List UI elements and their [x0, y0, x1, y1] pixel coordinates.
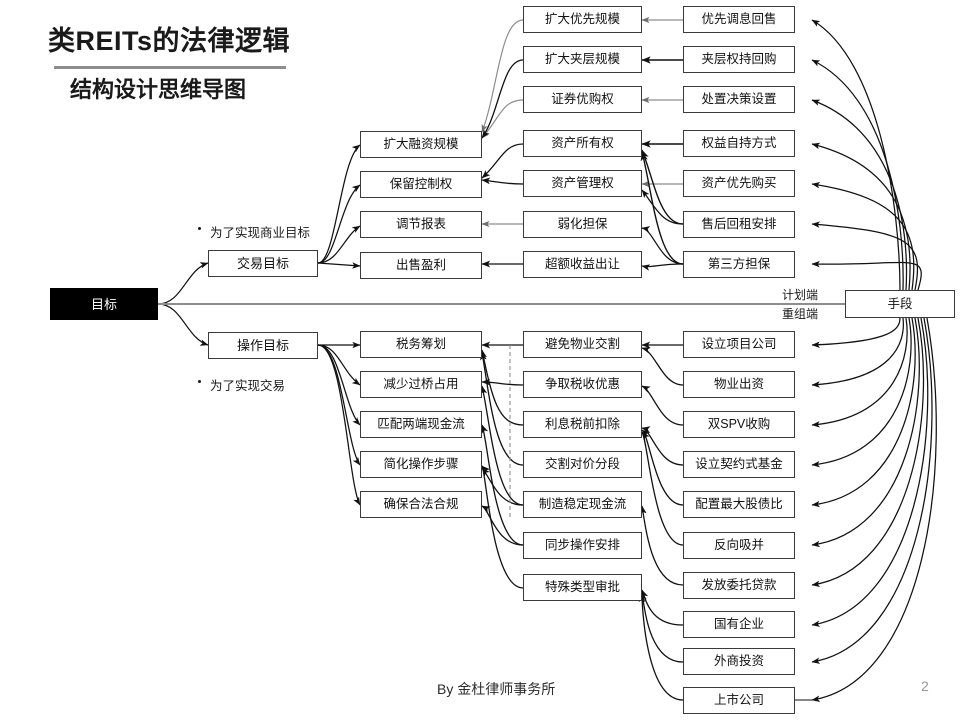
node-third-party-guarantee[interactable]: 第三方担保 — [683, 251, 795, 278]
node-interest-pretax-deduction[interactable]: 利息税前扣除 — [523, 411, 642, 438]
node-avoid-property-delivery[interactable]: 避免物业交割 — [523, 331, 642, 358]
node-reduce-bridge-usage[interactable]: 减少过桥占用 — [360, 371, 482, 398]
bullet-text: 为了实现交易 — [210, 379, 286, 393]
node-create-stable-cashflow[interactable]: 制造稳定现金流 — [523, 491, 642, 518]
node-staged-consideration[interactable]: 交割对价分段 — [523, 451, 642, 478]
node-asset-preemptive-purchase[interactable]: 资产优先购买 — [683, 170, 795, 197]
node-expand-financing-scale[interactable]: 扩大融资规模 — [360, 131, 482, 158]
footer-credit: By 金杜律师事务所 — [437, 681, 556, 697]
node-adjust-statements[interactable]: 调节报表 — [360, 211, 482, 238]
page-title: 类REITs的法律逻辑 — [48, 26, 291, 56]
node-mezzanine-holder-buyback[interactable]: 夹层权持回购 — [683, 46, 795, 73]
node-ensure-compliance[interactable]: 确保合法合规 — [360, 491, 482, 518]
node-retain-control[interactable]: 保留控制权 — [360, 171, 482, 198]
node-operation-goal[interactable]: 操作目标 — [208, 332, 318, 359]
bullet-transaction-goal: 为了实现交易 — [198, 375, 285, 394]
node-simplify-steps[interactable]: 简化操作步骤 — [360, 451, 482, 478]
node-asset-ownership[interactable]: 资产所有权 — [523, 130, 642, 157]
node-dual-spv-acquisition[interactable]: 双SPV收购 — [683, 411, 795, 438]
node-establish-project-company[interactable]: 设立项目公司 — [683, 331, 795, 358]
bullet-commercial-goal: 为了实现商业目标 — [198, 222, 310, 241]
page-subtitle: 结构设计思维导图 — [70, 77, 247, 102]
bullet-dot-icon — [198, 380, 201, 383]
node-asset-management-right[interactable]: 资产管理权 — [523, 170, 642, 197]
node-max-debt-equity-ratio[interactable]: 配置最大股债比 — [683, 491, 795, 518]
node-establish-contractual-fund[interactable]: 设立契约式基金 — [683, 451, 795, 478]
node-seek-tax-incentives[interactable]: 争取税收优惠 — [523, 371, 642, 398]
node-property-contribution[interactable]: 物业出资 — [683, 371, 795, 398]
node-foreign-investment[interactable]: 外商投资 — [683, 648, 795, 675]
node-sale-leaseback[interactable]: 售后回租安排 — [683, 211, 795, 238]
node-expand-senior-scale[interactable]: 扩大优先规模 — [523, 6, 642, 33]
node-special-type-approval[interactable]: 特殊类型审批 — [523, 574, 642, 601]
title-divider — [54, 66, 286, 69]
node-disposal-decision-setup[interactable]: 处置决策设置 — [683, 86, 795, 113]
node-expand-mezzanine-scale[interactable]: 扩大夹层规模 — [523, 46, 642, 73]
node-securities-preemptive-right[interactable]: 证券优购权 — [523, 86, 642, 113]
node-reverse-merger[interactable]: 反向吸并 — [683, 532, 795, 559]
node-equity-self-holding[interactable]: 权益自持方式 — [683, 130, 795, 157]
node-weaken-guarantee[interactable]: 弱化担保 — [523, 211, 642, 238]
spine-label-plan-side: 计划端 — [782, 288, 819, 302]
node-entrusted-loan[interactable]: 发放委托贷款 — [683, 572, 795, 599]
bullet-text: 为了实现商业目标 — [210, 226, 311, 240]
slide-title-block: 类REITs的法律逻辑 结构设计思维导图 — [48, 22, 348, 105]
node-synchronized-arrangement[interactable]: 同步操作安排 — [523, 532, 642, 559]
node-listed-company[interactable]: 上市公司 — [683, 687, 795, 714]
node-match-cashflows[interactable]: 匹配两端现金流 — [360, 411, 482, 438]
page-number: 2 — [921, 678, 929, 694]
node-senior-rate-adjust-putback[interactable]: 优先调息回售 — [683, 6, 795, 33]
spine-label-restructure-side: 重组端 — [782, 307, 819, 321]
root-node-goal[interactable]: 目标 — [50, 288, 158, 320]
node-state-owned-enterprise[interactable]: 国有企业 — [683, 611, 795, 638]
bullet-dot-icon — [198, 227, 201, 230]
node-transaction-goal[interactable]: 交易目标 — [208, 250, 318, 277]
node-means[interactable]: 手段 — [845, 290, 955, 318]
node-sell-for-profit[interactable]: 出售盈利 — [360, 252, 482, 279]
node-tax-planning[interactable]: 税务筹划 — [360, 331, 482, 358]
node-excess-return-transfer[interactable]: 超额收益出让 — [523, 251, 642, 278]
